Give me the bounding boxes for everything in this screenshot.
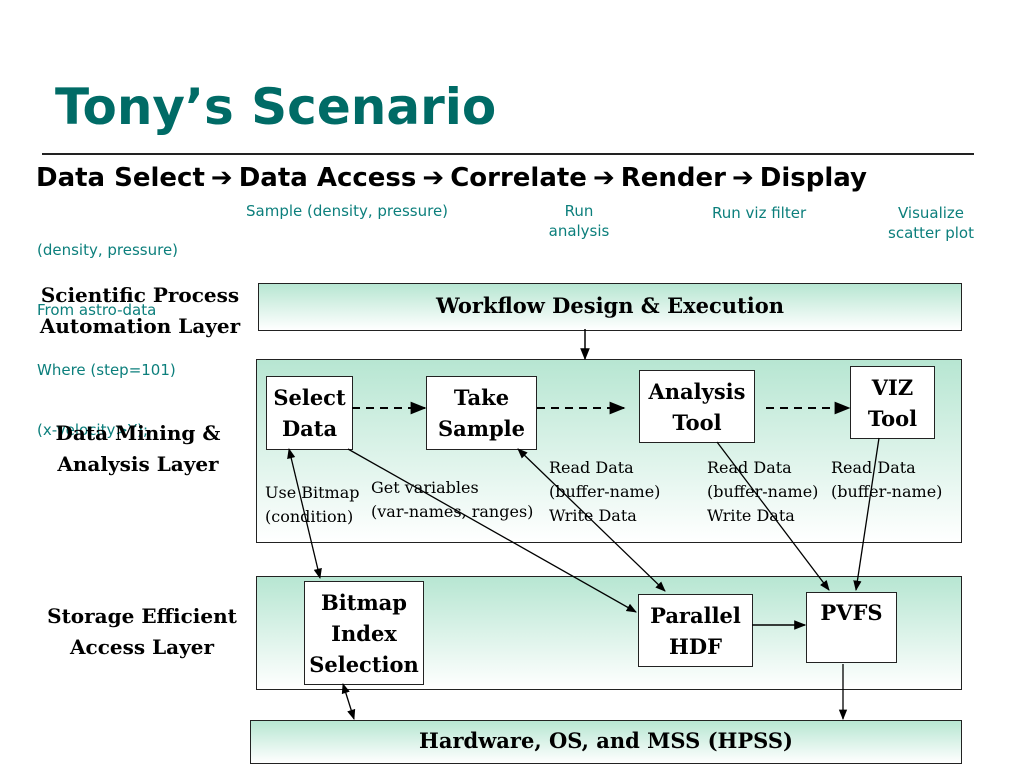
- select-hdf-arrow: [347, 448, 637, 613]
- box-label-line: Take: [453, 385, 510, 410]
- step-display: Display: [759, 163, 867, 193]
- hardware-layer-bar: Hardware, OS, and MSS (HPSS): [250, 720, 962, 764]
- pvfs-box: PVFS: [806, 592, 897, 663]
- box-label-line: Selection: [309, 651, 419, 677]
- hardware-bar-label: Hardware, OS, and MSS (HPSS): [419, 728, 793, 753]
- select-detail-line: From astro-data: [37, 301, 157, 319]
- title-divider: [42, 153, 974, 155]
- note-line: (var-names, ranges): [371, 502, 534, 521]
- bitmap-hardware-arrow: [341, 683, 356, 720]
- workflow-layer-bar: Workflow Design & Execution: [258, 283, 962, 331]
- correlate-detail-line: analysis: [548, 222, 610, 240]
- box-label-line: Parallel: [650, 602, 741, 628]
- get-variables-note: Get variables (var-names, ranges): [371, 476, 533, 524]
- analysis-pvfs-arrow: [716, 441, 830, 591]
- display-detail-line: Visualize: [897, 204, 965, 222]
- correlate-detail: Run analysis: [530, 201, 628, 241]
- display-detail-line: scatter plot: [888, 224, 974, 242]
- right-arrow-icon: ➔: [592, 163, 615, 193]
- slide-title: Tony’s Scenario: [55, 78, 497, 136]
- layer-label-line: Storage Efficient: [47, 604, 237, 628]
- note-line: (buffer-name): [831, 482, 943, 501]
- layer-label-line: Scientific Process: [40, 283, 240, 307]
- analysis-tool-box: Analysis Tool: [639, 370, 755, 443]
- bitmap-index-box: Bitmap Index Selection: [304, 581, 424, 685]
- step-data-access: Data Access: [238, 163, 417, 193]
- read-note-3: Read Data (buffer-name): [831, 456, 942, 504]
- pipeline-heading: Data Select➔Data Access➔Correlate➔Render…: [36, 163, 867, 193]
- box-label-line: Sample: [437, 416, 525, 441]
- note-line: (buffer-name): [707, 482, 819, 501]
- box-label-line: Data: [281, 416, 338, 441]
- layer-label-line: Analysis Layer: [57, 452, 219, 476]
- right-arrow-icon: ➔: [210, 163, 233, 193]
- workflow-bar-label: Workflow Design & Execution: [436, 293, 784, 318]
- mining-layer-label: Data Mining & Analysis Layer: [28, 418, 248, 480]
- access-detail: Sample (density, pressure): [246, 202, 449, 220]
- take-sample-box: Take Sample: [426, 376, 537, 450]
- step-render: Render: [620, 163, 726, 193]
- right-arrow-icon: ➔: [422, 163, 445, 193]
- layer-label-line: Automation Layer: [39, 314, 241, 338]
- parallel-hdf-box: Parallel HDF: [638, 594, 753, 667]
- correlate-detail-line: Run: [564, 202, 594, 220]
- display-detail: Visualize scatter plot: [872, 203, 990, 243]
- layer-label-line: Data Mining &: [55, 421, 221, 445]
- select-bitmap-arrow: [287, 447, 322, 580]
- select-detail-line: Where (step=101): [37, 361, 176, 379]
- sample-hdf-arrow: [517, 448, 666, 592]
- select-detail-line: (density, pressure): [37, 241, 179, 259]
- note-line: Write Data: [707, 506, 795, 525]
- step-data-select: Data Select: [36, 163, 205, 193]
- note-line: Read Data: [707, 458, 792, 477]
- box-label-line: Analysis: [648, 378, 746, 404]
- viz-pvfs-arrow: [853, 437, 880, 592]
- process-layer-label: Scientific Process Automation Layer: [30, 280, 250, 342]
- render-detail: Run viz filter: [712, 204, 807, 222]
- box-label-line: Bitmap: [321, 589, 407, 615]
- read-write-note-2: Read Data (buffer-name) Write Data: [707, 456, 818, 528]
- box-label-line: VIZ: [871, 374, 914, 400]
- box-label-line: Select: [273, 385, 346, 410]
- storage-layer-label: Storage Efficient Access Layer: [32, 601, 252, 663]
- right-arrow-icon: ➔: [731, 163, 754, 193]
- step-correlate: Correlate: [450, 163, 587, 193]
- select-detail: (density, pressure) From astro-data Wher…: [37, 200, 178, 460]
- box-label-line: PVFS: [820, 600, 883, 625]
- box-label-line: Tool: [672, 409, 722, 435]
- select-detail-line: (x-velocity>Y);: [37, 421, 148, 439]
- layer-label-line: Access Layer: [70, 635, 214, 659]
- note-line: Read Data: [831, 458, 916, 477]
- box-label-line: Index: [331, 620, 397, 646]
- box-label-line: HDF: [669, 633, 722, 659]
- note-line: Get variables: [371, 478, 479, 497]
- box-label-line: Tool: [867, 405, 918, 431]
